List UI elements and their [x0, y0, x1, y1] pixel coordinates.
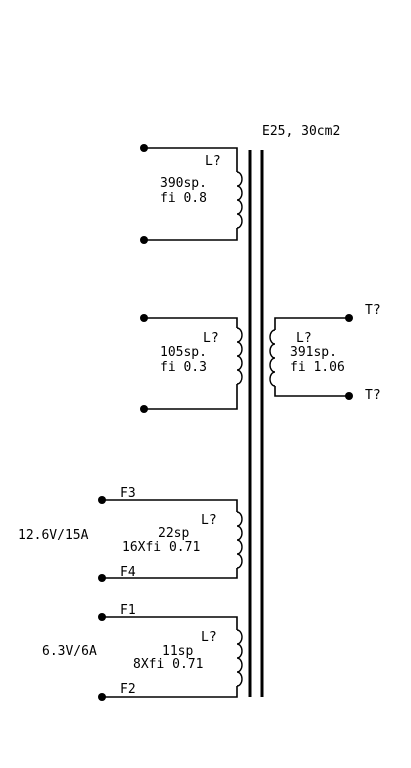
terminal-label: T?: [365, 388, 381, 403]
winding-wire: 16Xfi 0.71: [122, 540, 200, 555]
winding-rating: 12.6V/15A: [18, 528, 89, 543]
winding-secondary-f34: F3 F4 L? 22sp 16Xfi 0.71 12.6V/15A: [18, 486, 243, 582]
winding-turns: 391sp.: [290, 345, 337, 360]
terminal-label: F4: [120, 565, 136, 580]
winding-turns: 22sp: [158, 526, 189, 541]
coil-symbol: [236, 171, 243, 229]
winding-turns: 390sp.: [160, 176, 207, 191]
coil-symbol: [236, 629, 243, 687]
winding-designator: L?: [203, 331, 219, 346]
terminal-label: F2: [120, 682, 136, 697]
transformer-core: [248, 150, 264, 697]
winding-primary-2: L? 105sp. fi 0.3: [140, 314, 243, 413]
winding-primary-1: L? 390sp. fi 0.8: [140, 144, 243, 244]
winding-wire: fi 0.3: [160, 360, 207, 375]
winding-designator: L?: [296, 331, 312, 346]
winding-designator: L?: [205, 154, 221, 169]
winding-turns: 105sp.: [160, 345, 207, 360]
winding-rating: 6.3V/6A: [42, 644, 97, 659]
winding-turns: 11sp: [162, 644, 193, 659]
winding-designator: L?: [201, 630, 217, 645]
winding-wire: fi 0.8: [160, 191, 207, 206]
core-label: E25, 30cm2: [262, 124, 340, 139]
terminal-label: F3: [120, 486, 136, 501]
winding-designator: L?: [201, 513, 217, 528]
coil-symbol: [236, 327, 243, 385]
terminal-label: F1: [120, 603, 136, 618]
winding-secondary-f12: F1 F2 L? 11sp 8Xfi 0.71 6.3V/6A: [42, 603, 243, 701]
coil-symbol: [269, 329, 276, 387]
coil-symbol: [236, 511, 243, 569]
winding-wire: 8Xfi 0.71: [133, 657, 203, 672]
winding-wire: fi 1.06: [290, 360, 345, 375]
winding-secondary-t: L? 391sp. fi 1.06 T? T?: [269, 303, 381, 403]
terminal-label: T?: [365, 303, 381, 318]
